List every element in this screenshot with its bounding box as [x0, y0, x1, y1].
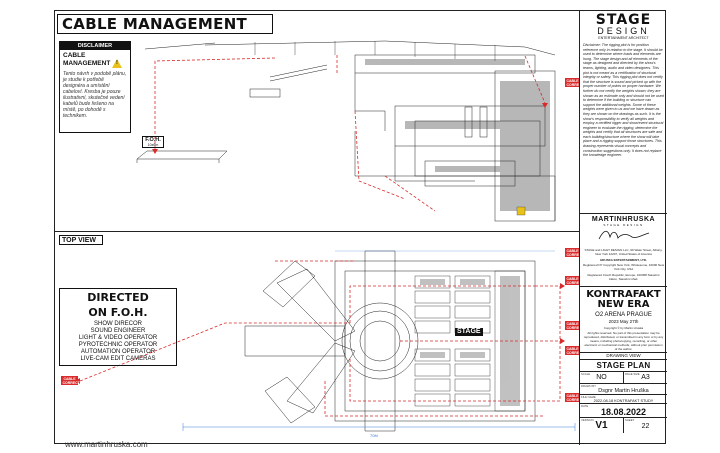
warning-icon	[112, 59, 123, 68]
scale-label: SCALE	[581, 372, 591, 377]
top-view-label: TOP VIEW	[59, 235, 103, 245]
page-size-value: A3	[641, 374, 650, 382]
stage-plan-row: STAGE PLAN	[580, 359, 667, 371]
drawn-by-label: DRAWN BY	[581, 384, 596, 389]
directed-title-line2: ON F.O.H.	[88, 306, 148, 319]
scale-cell: SCALE NO	[580, 372, 623, 383]
company-text: HRUSKA ENTERTAINMENT, LTD.	[600, 257, 647, 262]
top-view-plan-drawing	[75, 250, 576, 432]
disclaimer-subheading: CABLE MANAGEMENT	[60, 50, 130, 68]
operator-item: LIGHT & VIDEO OPERATOR	[78, 335, 158, 341]
drawing-sheet: CABLE MANAGEMENT DISCLAIMER CABLE MANAGE…	[54, 10, 667, 449]
operator-item: SHOW DIRECOR	[94, 321, 142, 327]
file-row: FILE NAME 2022-08-18 KONTRAFAKT STUDY	[580, 394, 667, 403]
drawing-view-label: DRAWING VIEW	[606, 353, 641, 359]
scale-row: SCALE NO PAGE SIZE A3	[580, 371, 667, 384]
version-cell: VERSION V1	[580, 418, 623, 433]
brand-line1: STAGE	[595, 12, 652, 28]
cable-tag: CABLE CORRECT	[565, 78, 584, 87]
cable-tag: CABLE CORRECT	[565, 248, 584, 257]
section-divider	[55, 231, 579, 232]
disclaimer-subheading-text: CABLE MANAGEMENT	[63, 52, 111, 68]
project-line1: KONTRAFAKT	[586, 288, 661, 300]
page-title: CABLE MANAGEMENT	[57, 14, 273, 34]
cable-tag: CABLE CORRECT	[565, 393, 584, 402]
brand-line2: DESIGN	[597, 26, 650, 36]
title-block: STAGE DESIGN ENTERTAINMENT ARCHITECT Dis…	[579, 11, 667, 445]
foh-title: F.O.H.	[145, 137, 161, 143]
side-elevation-drawing	[136, 40, 556, 222]
version-value: V1	[595, 420, 608, 432]
project-line2: NEW ERA	[597, 298, 650, 310]
version-row: VERSION V1 SHEET 22	[580, 417, 667, 434]
signature-icon	[598, 230, 649, 240]
operator-item: LIVE-CAM EDIT CAMERAS	[80, 356, 156, 362]
stage-label: STAGE	[455, 328, 483, 336]
rigging-disclaimer: Disclaimer: The rigging plot is for posi…	[580, 41, 667, 214]
operator-list: SHOW DIRECOR SOUND ENGINEER LIGHT & VIDE…	[60, 321, 176, 363]
event-date-text: 2023 May 27th	[608, 318, 639, 324]
cable-tag: CABLE CORRECT	[61, 376, 80, 385]
operator-item: SOUND ENGINEER	[90, 328, 146, 334]
drawing-view-value: STAGE PLAN	[596, 361, 651, 371]
sheet-label: SHEET	[625, 418, 635, 423]
disclaimer-box: DISCLAIMER CABLE MANAGEMENT Tento návrh …	[59, 41, 131, 133]
operator-item: PYROTECHNIC OPERATOR	[78, 342, 158, 348]
address-text: STAGE and LIGHT DESIGN LLC, 99 Water Str…	[584, 248, 663, 256]
directed-on-foh-box: DIRECTED ON F.O.H. SHOW DIRECOR SOUND EN…	[59, 288, 177, 366]
foh-size: 10x6m	[147, 143, 159, 147]
operator-item: AUTOMATION OPERATOR	[80, 349, 156, 355]
directed-title-line1: DIRECTED	[87, 291, 149, 304]
file-value: 2022-08-18 KONTRAFAKT STUDY	[593, 399, 654, 404]
sheet-cell: SHEET 22	[623, 418, 667, 434]
cable-tag: CABLE CORRECT	[565, 276, 584, 285]
page-size-cell: PAGE SIZE A3	[623, 372, 667, 384]
copyright-text: Copyright © by Martin Hruska	[603, 325, 644, 330]
disclaimer-heading: DISCLAIMER	[60, 42, 130, 50]
brand-line3: ENTERTAINMENT ARCHITECT	[598, 36, 649, 40]
drawing-area: CABLE MANAGEMENT DISCLAIMER CABLE MANAGE…	[55, 11, 584, 449]
sheet-value: 22	[641, 423, 650, 431]
website-link[interactable]: www.martinhruska.com	[65, 440, 148, 449]
registered-us-text: Registered NY Copyright New York, Wholes…	[583, 263, 664, 272]
project-block: KONTRAFAKT NEW ERA O2 ARENA PRAGUE 2023 …	[580, 287, 667, 353]
cable-tag: CABLE CORRECT	[565, 346, 584, 355]
dimension-label: 70M	[370, 433, 378, 438]
foh-label: F.O.H. 10x6m	[142, 136, 164, 148]
date-row: DATE 18.08.2022	[580, 403, 667, 417]
date-value: 18.08.2022	[600, 407, 647, 418]
brand-logo: STAGE DESIGN ENTERTAINMENT ARCHITECT	[580, 11, 667, 41]
registered-cz-text: Registered Czech Republic, Europe, 10045…	[587, 272, 660, 281]
rights-text: All rights reserved. No part of this pre…	[583, 331, 664, 351]
cable-tag: CABLE CORRECT	[565, 321, 584, 330]
page-size-label: PAGE SIZE	[625, 372, 640, 377]
scale-value: NO	[596, 374, 607, 382]
architect-logo: MARTINHRUSKA STAGE DESIGN STAGE and LIGH…	[580, 214, 667, 287]
version-label: VERSION	[581, 418, 594, 423]
drawn-by-value: Dsgnr Martin Hruška	[598, 388, 649, 395]
drawing-view-row: DRAWING VIEW	[580, 352, 667, 359]
disclaimer-text: Tento návrh v podobě plánu, je studie k …	[63, 71, 127, 119]
architect-line1: MARTINHRUSKA	[591, 216, 656, 223]
venue-text: O2 ARENA PRAGUE	[595, 311, 652, 318]
architect-line2: STAGE DESIGN	[603, 223, 644, 227]
date-label: DATE	[581, 404, 589, 409]
drawn-by-row: DRAWN BY Dsgnr Martin Hruška	[580, 383, 667, 394]
file-label: FILE NAME	[581, 395, 596, 400]
